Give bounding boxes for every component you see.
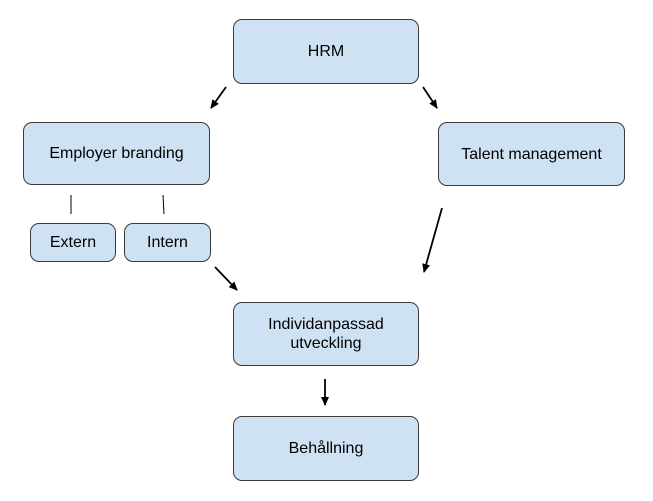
node-employer-branding: Employer branding <box>23 122 210 185</box>
node-behallning: Behållning <box>233 416 419 481</box>
arrow-hrm-to-talent-management <box>422 86 438 109</box>
node-talent-management-label: Talent management <box>461 145 602 163</box>
node-employer-branding-label: Employer branding <box>49 145 184 162</box>
arrow-intern-to-individanpassad <box>214 266 238 291</box>
node-intern-label: Intern <box>147 234 188 251</box>
arrow-hrm-to-employer-branding <box>210 86 227 109</box>
node-intern: Intern <box>124 223 211 262</box>
node-extern-label: Extern <box>49 234 97 251</box>
node-extern: Extern <box>30 223 116 262</box>
node-talent-management: Talent management <box>438 122 625 186</box>
arrow-talent-to-individanpassad <box>422 207 443 273</box>
node-behallning-label: Behållning <box>288 440 364 457</box>
line-employer-to-intern <box>162 194 165 215</box>
node-hrm: HRM <box>233 19 419 84</box>
node-hrm-label: HRM <box>307 43 345 60</box>
node-individanpassad-utveckling: Individanpassad utveckling <box>233 302 419 366</box>
node-individanpassad-utveckling-label: Individanpassad utveckling <box>268 316 384 352</box>
